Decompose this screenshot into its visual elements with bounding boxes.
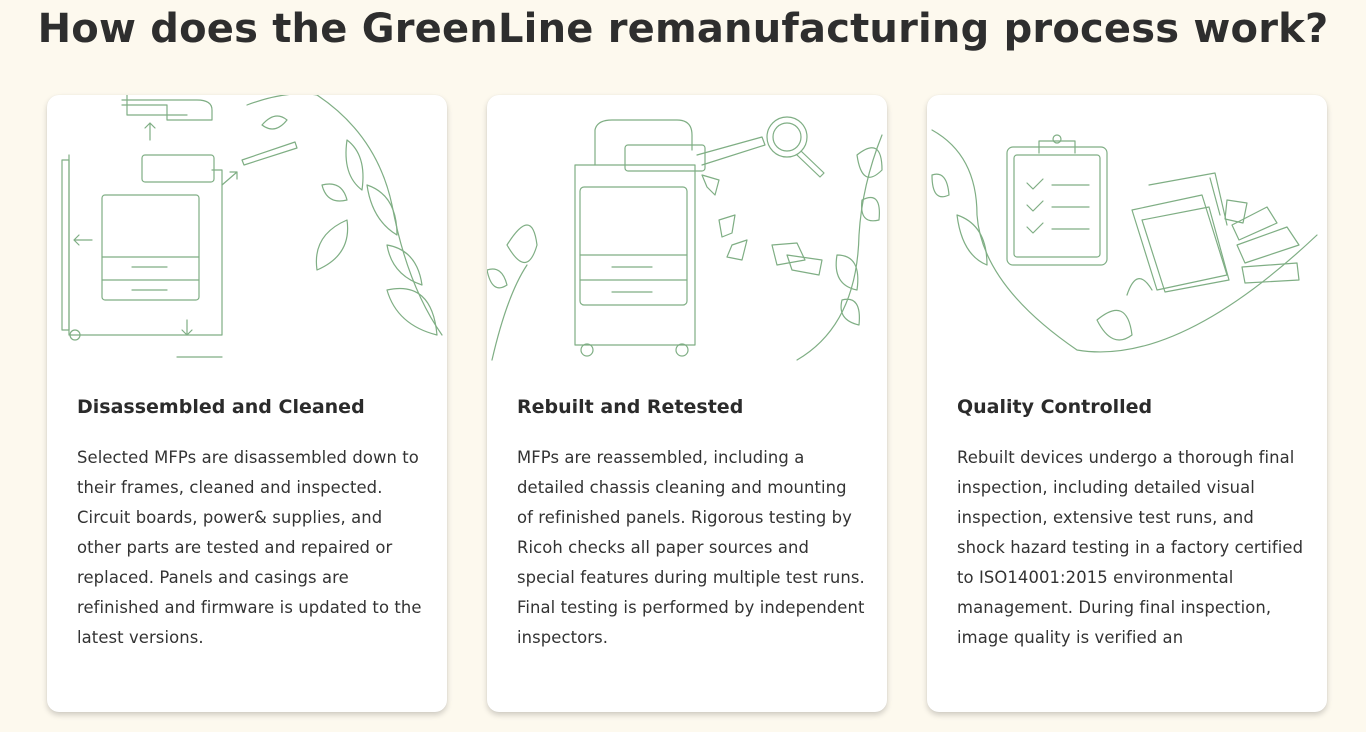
page-title: How does the GreenLine remanufacturing p…	[37, 6, 1329, 52]
process-card-quality: Quality Controlled Rebuilt devices under…	[927, 95, 1327, 712]
card-description: MFPs are reassembled, including a detail…	[517, 448, 865, 647]
clipboard-checklist-icon	[931, 129, 1318, 353]
card-title: Rebuilt and Retested	[517, 396, 744, 418]
card-description: Selected MFPs are disassembled down to t…	[77, 448, 422, 647]
printer-magnifier-icon	[487, 116, 883, 361]
disassembled-printer-illustration	[47, 95, 447, 365]
quality-control-illustration	[927, 95, 1327, 365]
printer-parts-icon	[61, 95, 443, 358]
card-title: Disassembled and Cleaned	[77, 396, 365, 418]
card-title: Quality Controlled	[957, 396, 1153, 418]
process-card-rebuilt: Rebuilt and Retested MFPs are reassemble…	[487, 95, 887, 712]
card-description: Rebuilt devices undergo a thorough final…	[957, 448, 1304, 647]
rebuilt-printer-illustration	[487, 95, 887, 365]
process-card-disassembled: Disassembled and Cleaned Selected MFPs a…	[47, 95, 447, 712]
